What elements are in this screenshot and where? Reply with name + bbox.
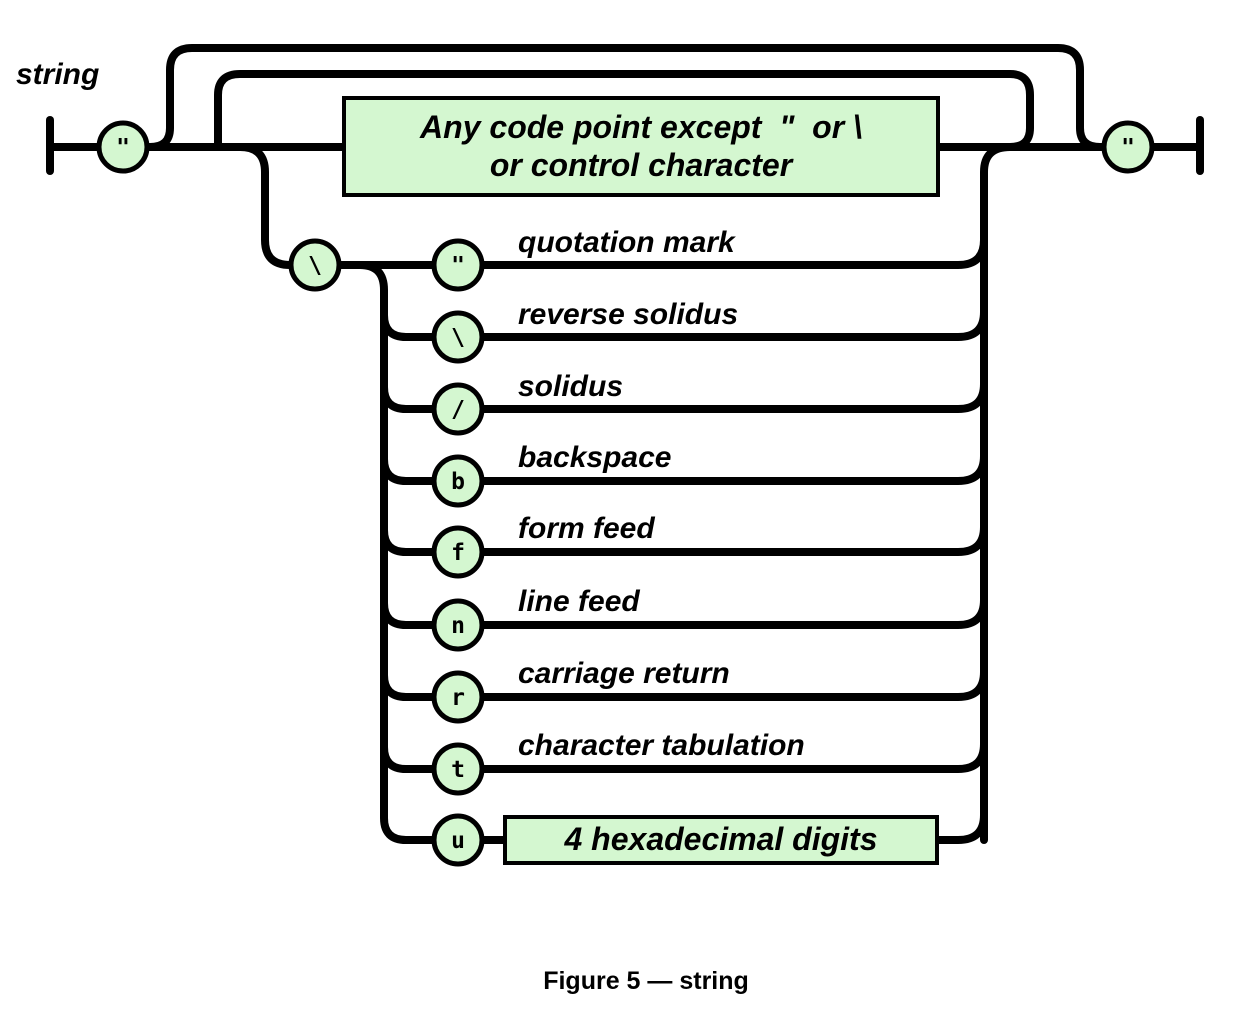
escape-backslash-terminal: \ bbox=[288, 238, 342, 292]
escape-token: r bbox=[451, 685, 465, 711]
escape-label: quotation mark bbox=[518, 226, 736, 259]
escape-alternative: n line feed bbox=[431, 585, 640, 652]
escape-label: reverse solidus bbox=[518, 298, 738, 331]
escape-alternative: b backspace bbox=[431, 441, 671, 508]
escape-left-spine bbox=[336, 261, 464, 844]
escape-token: b bbox=[451, 469, 465, 495]
escape-label: carriage return bbox=[518, 657, 730, 690]
escape-token: t bbox=[451, 757, 465, 783]
escape-backslash-token: \ bbox=[308, 253, 322, 279]
any-char-line2: or control character bbox=[490, 147, 794, 183]
escape-label: character tabulation bbox=[518, 729, 805, 762]
outer-loop bbox=[146, 44, 1104, 151]
unicode-escape-token: u bbox=[451, 828, 465, 854]
escape-token: f bbox=[451, 540, 465, 566]
escape-token: n bbox=[451, 613, 465, 639]
escape-label: form feed bbox=[518, 512, 655, 545]
any-char-line1: Any code point except " or \ bbox=[419, 109, 862, 145]
escape-label: solidus bbox=[518, 370, 623, 403]
close-quote-token: " bbox=[1121, 135, 1135, 161]
open-quote-terminal: " bbox=[96, 120, 150, 174]
open-quote-token: " bbox=[116, 135, 130, 161]
unicode-escape-alternative: u 4 hexadecimal digits bbox=[431, 813, 939, 867]
escape-label: line feed bbox=[518, 585, 640, 618]
escape-label: backspace bbox=[518, 441, 671, 474]
hex-digits-box-label: 4 hexadecimal digits bbox=[563, 821, 877, 857]
close-quote-terminal: " bbox=[1101, 120, 1155, 174]
figure-caption: Figure 5 — string bbox=[543, 967, 749, 995]
diagram-title: string bbox=[16, 58, 99, 91]
escape-alternative: t character tabulation bbox=[431, 729, 805, 796]
escape-branch-in bbox=[236, 143, 464, 269]
escape-right-spine bbox=[980, 143, 1014, 844]
escape-token: \ bbox=[451, 325, 465, 351]
inner-loop bbox=[214, 70, 1034, 151]
any-char-box: Any code point except " or \ or control … bbox=[342, 96, 940, 197]
escape-alternative: r carriage return bbox=[431, 657, 730, 724]
escape-alternative: f form feed bbox=[431, 512, 655, 579]
escape-token: " bbox=[451, 253, 465, 279]
escape-alternative: " quotation mark bbox=[431, 226, 736, 292]
escape-token: / bbox=[451, 397, 465, 423]
escape-alternative: \ reverse solidus bbox=[431, 298, 738, 364]
diagram-tracks bbox=[46, 44, 1204, 844]
escape-alternative: / solidus bbox=[431, 370, 623, 436]
